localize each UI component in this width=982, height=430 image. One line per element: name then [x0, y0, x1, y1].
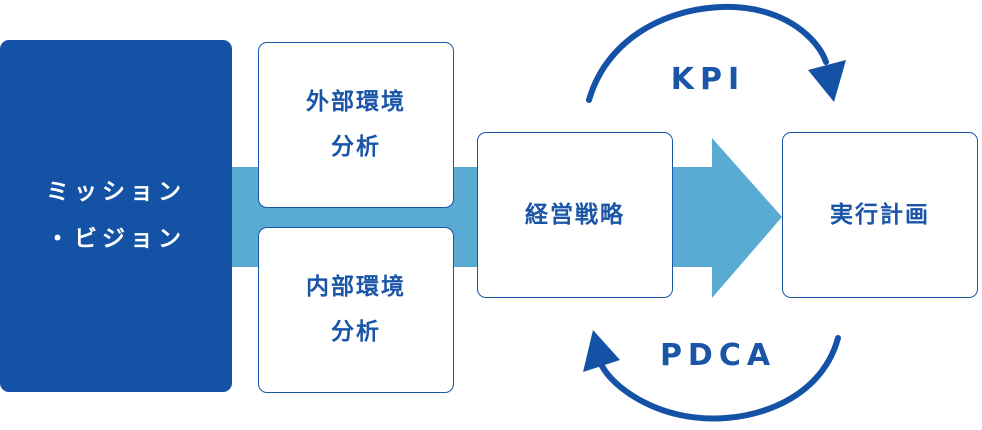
strategy-label: 経営戦略	[525, 201, 625, 228]
external-line2: 分析	[331, 134, 381, 160]
kpi-arrowhead	[808, 60, 846, 102]
pdca-arrowhead	[583, 330, 620, 372]
external-analysis-box: 外部環境 分析	[258, 42, 454, 208]
internal-line2: 分析	[331, 319, 381, 345]
pdca-cycle-arc	[599, 335, 841, 422]
kpi-label: KPI	[670, 62, 746, 97]
internal-line1: 内部環境	[306, 274, 406, 301]
business-strategy-box: 経営戦略	[477, 132, 673, 298]
flow-arrow	[670, 138, 782, 298]
internal-analysis-box: 内部環境 分析	[258, 227, 454, 393]
pdca-label: PDCA	[659, 338, 777, 373]
external-line1: 外部環境	[306, 89, 406, 116]
kpi-cycle-arc	[586, 3, 829, 103]
plan-label: 実行計画	[830, 201, 930, 228]
mission-line2: ・ビジョン	[46, 226, 186, 252]
execution-plan-box: 実行計画	[782, 132, 978, 298]
mission-vision-box: ミッション ・ビジョン	[0, 40, 232, 392]
mission-line1: ミッション	[46, 178, 186, 205]
